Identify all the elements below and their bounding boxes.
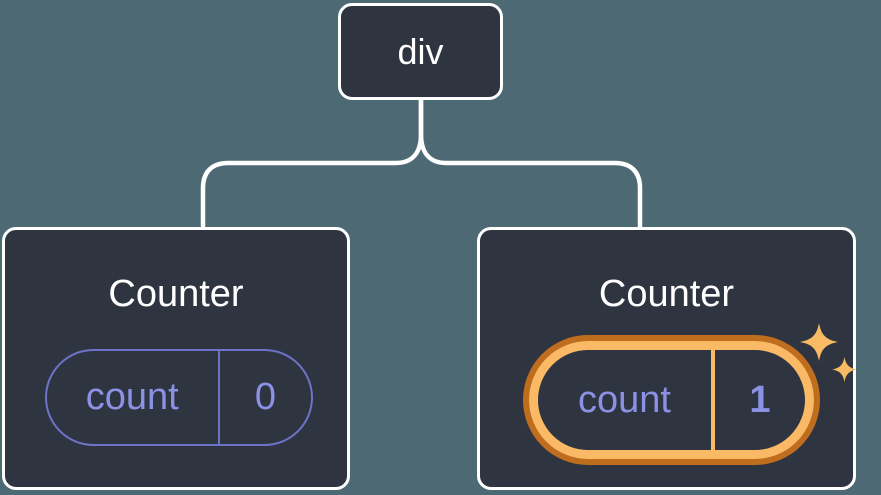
state-pill-right-highlighted: count 1 [529,341,814,459]
counter-node-left: Counter count 0 [2,227,350,490]
state-key-label: count [85,376,179,418]
sparkle-icon-small [832,357,857,382]
counter-left-title: Counter [108,273,244,315]
root-node-div: div [338,3,503,100]
state-value: 1 [749,378,771,421]
counter-node-right: Counter count 1 [477,227,857,490]
root-node-label: div [397,30,444,72]
state-value: 0 [254,376,277,418]
connector-right-branch [418,97,643,229]
connector-left-branch [200,97,424,229]
state-pill-divider [711,350,715,450]
state-pill-left: count 0 [45,349,313,446]
sparkle-icon-large [800,323,838,361]
state-pill-divider [217,351,220,444]
state-key-label: count [578,378,671,421]
counter-right-title: Counter [598,273,735,315]
